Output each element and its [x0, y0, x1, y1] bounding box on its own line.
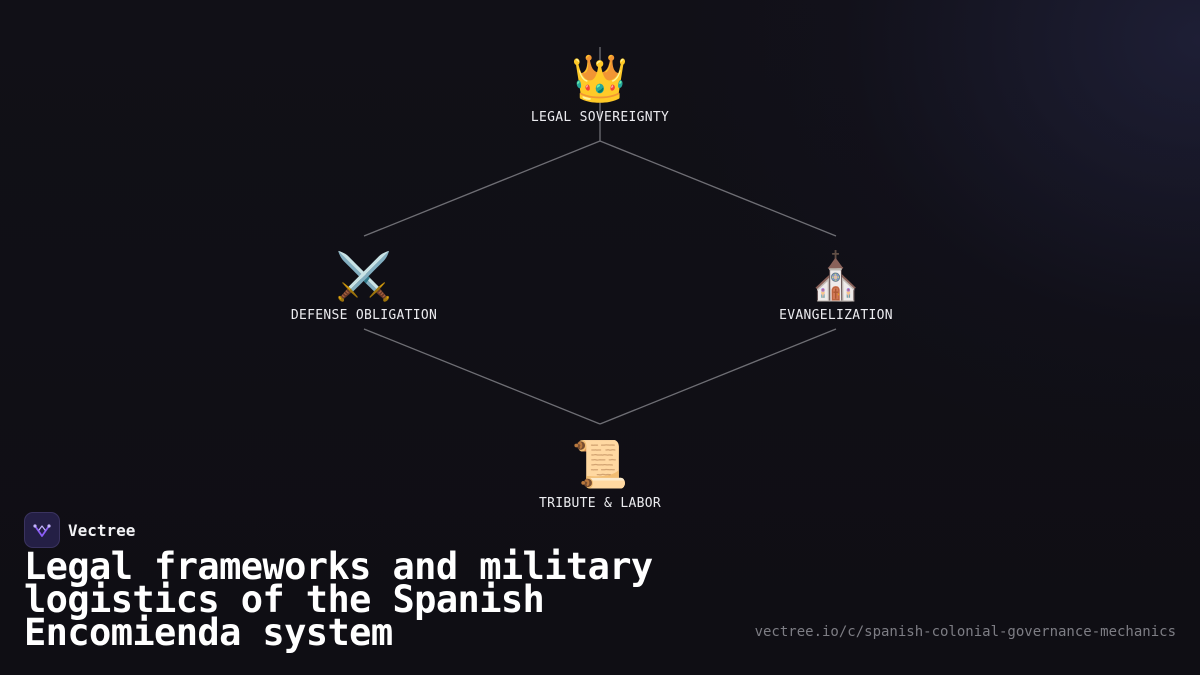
page-title: Legal frameworks and military logistics …	[24, 545, 653, 654]
node-legal-sovereignty: 👑 LEGAL SOVEREIGNTY	[490, 50, 710, 125]
brand-name: Vectree	[68, 520, 136, 540]
node-label: EVANGELIZATION	[779, 308, 893, 323]
page-url: vectree.io/c/spanish-colonial-governance…	[754, 624, 1176, 640]
edge-evangelization-tribute	[599, 328, 837, 425]
node-evangelization: ⛪ EVANGELIZATION	[726, 248, 946, 323]
edge-sovereignty-defense	[363, 140, 601, 237]
vectree-logo-icon	[24, 512, 60, 548]
crown-icon: 👑	[571, 51, 629, 105]
crossed-swords-icon: ⚔️	[335, 249, 393, 303]
edge-defense-tribute	[363, 328, 601, 425]
node-label: DEFENSE OBLIGATION	[290, 308, 438, 323]
node-label: LEGAL SOVEREIGNTY	[530, 110, 670, 125]
node-tribute-labor: 📜 TRIBUTE & LABOR	[490, 436, 710, 511]
scroll-icon: 📜	[571, 437, 629, 491]
brand: Vectree	[24, 512, 135, 548]
edge-sovereignty-evangelization	[599, 140, 837, 237]
church-icon: ⛪	[807, 249, 865, 303]
node-defense-obligation: ⚔️ DEFENSE OBLIGATION	[254, 248, 474, 323]
node-label: TRIBUTE & LABOR	[539, 496, 661, 511]
